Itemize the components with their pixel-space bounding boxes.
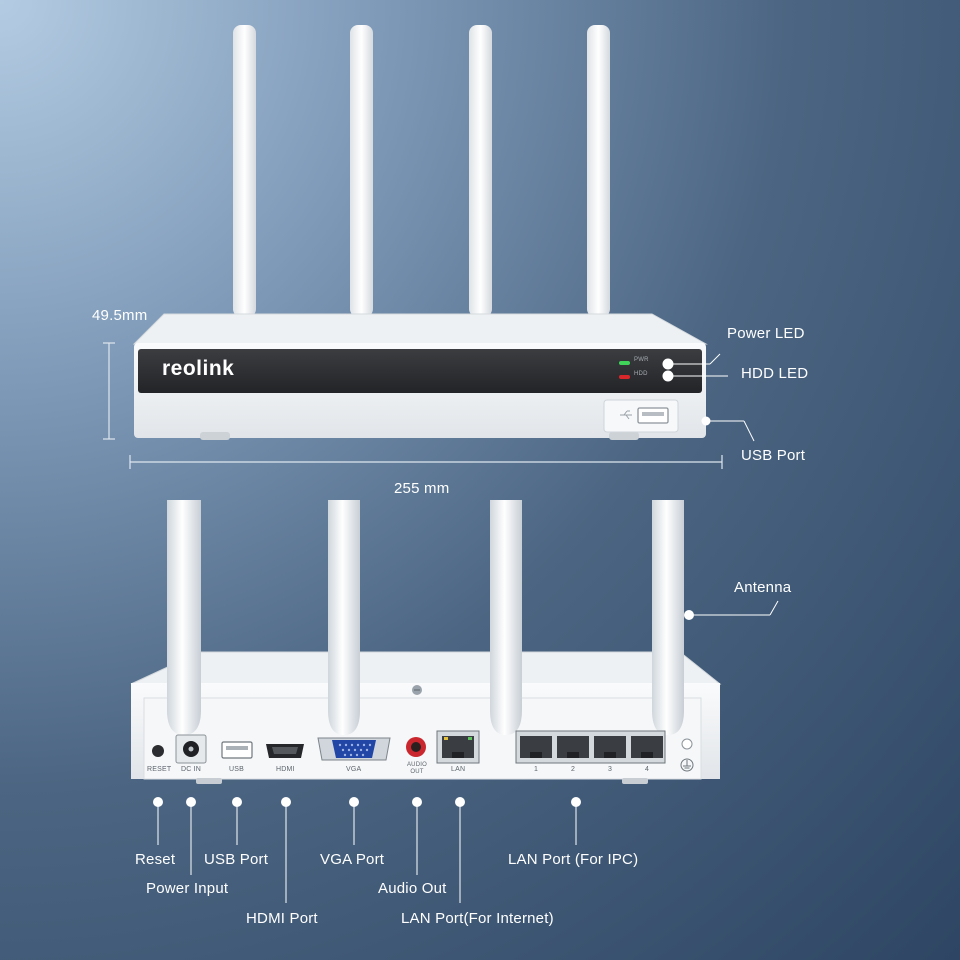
callout-dot-lan-ipc — [571, 797, 581, 807]
front-antennas — [233, 25, 610, 317]
lan-silkscreen: LAN — [451, 766, 466, 773]
rear-antenna-2 — [328, 500, 360, 735]
usb-port-callout: USB Port — [204, 851, 269, 868]
rear-antenna-4 — [652, 500, 684, 735]
front-usb-callout: USB Port — [741, 447, 806, 464]
callout-dot-power-input — [186, 797, 196, 807]
hdd-led-callout: HDD LED — [741, 365, 809, 382]
lan-internet-port — [442, 736, 474, 758]
dimension-lines — [103, 342, 723, 469]
hdd-led — [619, 375, 630, 379]
reset-silkscreen: RESET — [147, 766, 172, 773]
callout-dot-hdmi — [281, 797, 291, 807]
callout-dot-front-usb — [701, 416, 711, 426]
pwr-led-label: PWR — [634, 357, 649, 363]
antenna-3 — [469, 25, 492, 317]
audio-out-silkscreen: AUDIO OUT — [406, 762, 427, 775]
callout-dot-usb — [232, 797, 242, 807]
callout-dot-hdd-led — [662, 370, 674, 382]
lan-internet-callout: LAN Port(For Internet) — [401, 910, 554, 927]
callout-dot-power-led — [662, 358, 674, 370]
front-device — [132, 313, 708, 440]
reset-hole — [152, 745, 164, 757]
hdmi-silkscreen: HDMI — [276, 766, 295, 773]
callout-dot-audio — [412, 797, 422, 807]
rear-antennas — [167, 500, 684, 735]
ground-icon — [680, 738, 694, 772]
vga-port — [332, 740, 376, 758]
antenna-2 — [350, 25, 373, 317]
front-display-panel — [138, 349, 702, 393]
usb-icon — [620, 410, 632, 420]
callout-dot-reset — [153, 797, 163, 807]
power-led-callout: Power LED — [727, 325, 805, 342]
front-callouts — [662, 353, 755, 442]
callout-dot-vga — [349, 797, 359, 807]
brand-logo: reolink — [162, 357, 235, 380]
usb-silkscreen: USB — [229, 766, 244, 773]
antenna-1 — [233, 25, 256, 317]
rear-antenna-3 — [490, 500, 522, 735]
callout-dot-antenna — [684, 610, 694, 620]
vga-silkscreen: VGA — [346, 766, 362, 773]
dc-in-silkscreen: DC IN — [181, 766, 202, 773]
hdmi-port-callout: HDMI Port — [246, 910, 318, 927]
audio-out-callout: Audio Out — [378, 880, 447, 897]
reset-callout: Reset — [135, 851, 176, 868]
rear-callouts — [153, 600, 779, 903]
vga-port-callout: VGA Port — [320, 851, 385, 868]
port-number-4: 4 — [645, 766, 650, 773]
port-number-2: 2 — [571, 766, 576, 773]
power-input-callout: Power Input — [146, 880, 229, 897]
antenna-callout: Antenna — [734, 579, 792, 596]
hdd-led-label: HDD — [634, 371, 648, 377]
lan-ipc-ports — [520, 736, 663, 758]
height-dimension: 49.5mm — [92, 307, 148, 324]
lan-ipc-callout: LAN Port (For IPC) — [508, 851, 639, 868]
callout-dot-lan-internet — [455, 797, 465, 807]
port-number-3: 3 — [608, 766, 613, 773]
rear-antenna-1 — [167, 500, 201, 735]
power-led — [619, 361, 630, 365]
width-dimension: 255 mm — [394, 480, 450, 497]
antenna-4 — [587, 25, 610, 317]
port-number-1: 1 — [534, 766, 539, 773]
rear-ports — [152, 730, 694, 772]
